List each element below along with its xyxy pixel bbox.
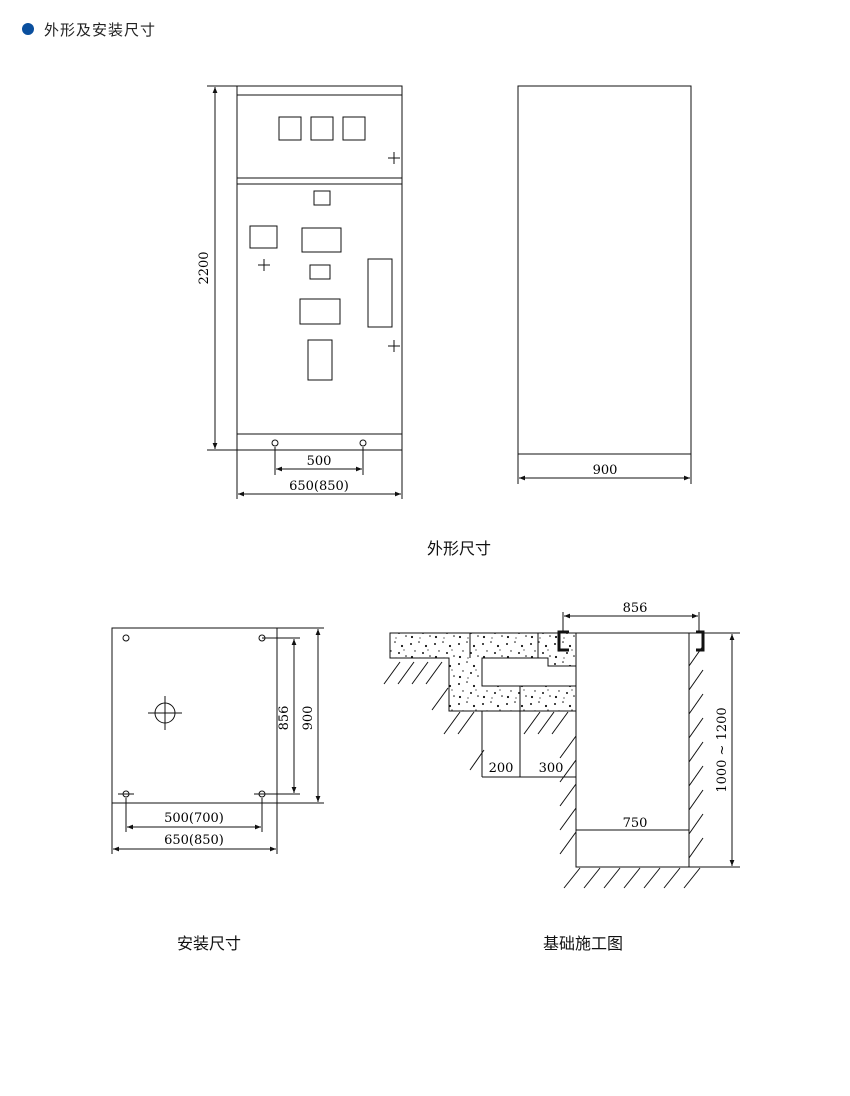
bullet-icon: [22, 23, 34, 35]
foundation-top-width-label: 856: [623, 601, 648, 616]
depth-outer-label: 900: [301, 706, 316, 731]
foundation-caption: 基础施工图: [543, 934, 624, 953]
side-cabinet-outline: [517, 85, 692, 455]
foundation-depth-label: 1000 ~ 1200: [715, 707, 730, 792]
indicator-window: [313, 190, 331, 206]
lock-icon: [258, 259, 270, 271]
depth-inner-label: 856: [277, 706, 292, 731]
side-elevation: [517, 85, 692, 484]
hole-width-label: 500(700): [164, 811, 224, 826]
foundation-drawing: [383, 612, 740, 889]
hole-spacing-label: 500: [307, 454, 332, 469]
base-outline: [111, 627, 278, 804]
dim-200-label: 200: [489, 761, 514, 776]
meter-window: [278, 116, 302, 141]
section-header: 外形及安装尺寸: [22, 18, 156, 40]
display-window: [301, 227, 342, 253]
mounting-hole: [359, 439, 367, 447]
lock-icon: [388, 152, 400, 164]
installation-plan: [111, 627, 324, 854]
handle-slot: [367, 258, 393, 328]
lock-icon: [388, 340, 400, 352]
earth-hatching: [383, 645, 704, 889]
cabinet-width-label: 750: [623, 816, 648, 831]
elevation-caption: 外形尺寸: [427, 539, 492, 558]
front-cabinet-outline: [236, 85, 403, 451]
dim-300-label: 300: [539, 761, 564, 776]
meter-window: [342, 116, 366, 141]
indicator-window: [249, 225, 278, 249]
outer-width-label: 650(850): [164, 833, 224, 848]
height-dimension-label: 2200: [197, 251, 212, 284]
section-title: 外形及安装尺寸: [44, 20, 157, 39]
concrete-foundation: [389, 632, 577, 712]
viewing-window: [307, 339, 333, 381]
install-caption: 安装尺寸: [177, 934, 242, 953]
cabinet-in-pit: [575, 632, 690, 868]
mounting-hole: [271, 439, 279, 447]
front-width-label: 650(850): [289, 479, 349, 494]
mounting-hole: [122, 634, 130, 642]
meter-window: [310, 116, 334, 141]
channel-steel-left: [557, 630, 569, 652]
display-window: [299, 298, 341, 325]
side-width-label: 900: [593, 463, 618, 478]
indicator-window: [309, 264, 331, 280]
front-elevation: [207, 85, 403, 499]
